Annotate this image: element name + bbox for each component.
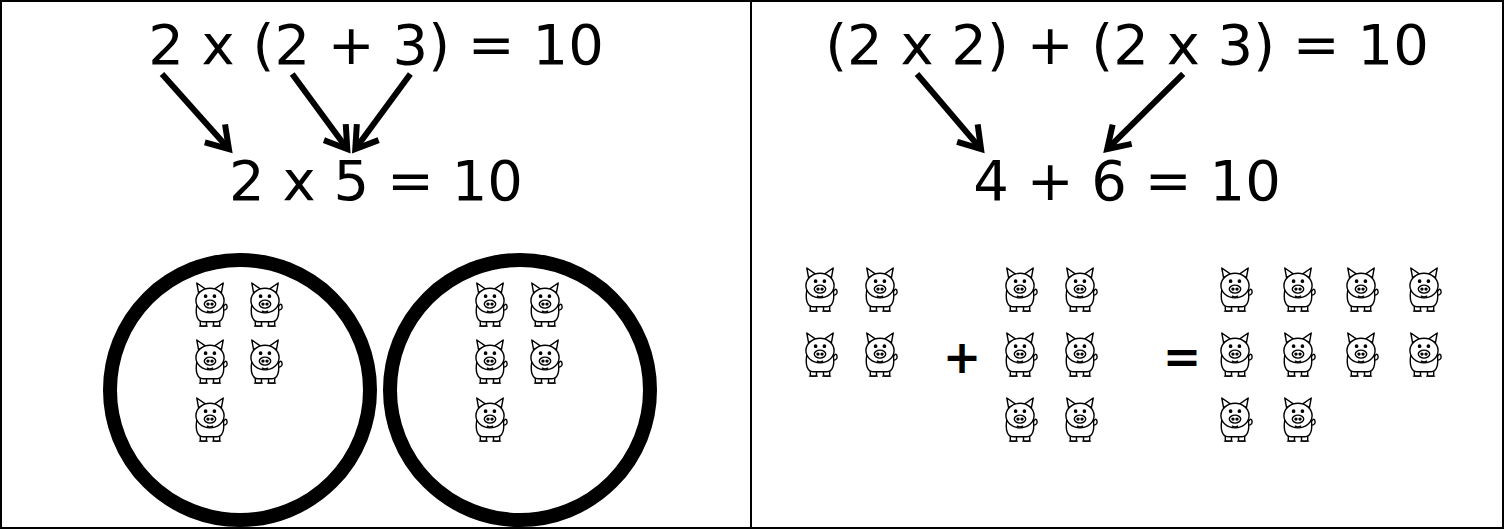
group-circle: [110, 260, 370, 520]
group-circle: [390, 260, 650, 520]
pig: [1221, 268, 1252, 311]
pig: [1347, 268, 1378, 311]
pig-group: [196, 283, 282, 441]
pig: [806, 268, 837, 311]
pig-group: [1221, 268, 1441, 441]
pig-group: [806, 268, 897, 376]
pig: [1006, 268, 1037, 311]
equation-panel: (2 x 2) + (2 x 3) = 10 4 + 6 = 10 + =: [750, 0, 1504, 529]
arrow-shaft: [1107, 74, 1183, 149]
pig-group: [1006, 268, 1097, 441]
equation-panel: 2 x (2 + 3) = 10 2 x 5 = 10: [0, 0, 752, 529]
arrow-shaft: [355, 74, 410, 149]
operator-sign: +: [943, 330, 982, 384]
operator-sign: =: [1163, 330, 1202, 384]
pig: [1347, 333, 1378, 376]
pig: [476, 398, 507, 441]
pig: [806, 333, 837, 376]
arrow-head: [1107, 128, 1129, 149]
arrow: [162, 74, 229, 149]
arrow-head: [960, 127, 981, 149]
arrow: [355, 74, 410, 149]
pig: [1066, 398, 1097, 441]
pig: [1221, 398, 1252, 441]
pig: [1284, 268, 1315, 311]
pig: [251, 340, 282, 383]
equation-text: 2 x 5 = 10: [229, 148, 523, 213]
arrow-shaft: [917, 74, 981, 149]
pig: [196, 398, 227, 441]
arrow-head: [355, 127, 376, 149]
pig-group: [476, 283, 562, 441]
pig: [1006, 398, 1037, 441]
pig: [196, 283, 227, 326]
pig: [1410, 333, 1441, 376]
pig: [531, 283, 562, 326]
pig: [251, 283, 282, 326]
arrow-shaft: [292, 74, 347, 149]
pig: [866, 333, 897, 376]
pig: [1410, 268, 1441, 311]
arrow-layer: [162, 74, 1183, 149]
arrow-head: [327, 127, 348, 149]
equation-text: 4 + 6 = 10: [973, 148, 1281, 213]
arrow-head: [208, 127, 229, 149]
equation-text: 2 x (2 + 3) = 10: [148, 12, 604, 77]
pig: [1066, 333, 1097, 376]
arrow: [917, 74, 981, 149]
pig: [1284, 398, 1315, 441]
pig: [476, 283, 507, 326]
pig: [866, 268, 897, 311]
pig: [1066, 268, 1097, 311]
pig: [1006, 333, 1037, 376]
arrow: [1107, 74, 1183, 149]
equation-text: (2 x 2) + (2 x 3) = 10: [825, 12, 1429, 77]
pig: [531, 340, 562, 383]
pig: [1221, 333, 1252, 376]
pig: [476, 340, 507, 383]
arrow: [292, 74, 347, 149]
pig: [196, 340, 227, 383]
pig: [1284, 333, 1315, 376]
arrow-shaft: [162, 74, 229, 149]
